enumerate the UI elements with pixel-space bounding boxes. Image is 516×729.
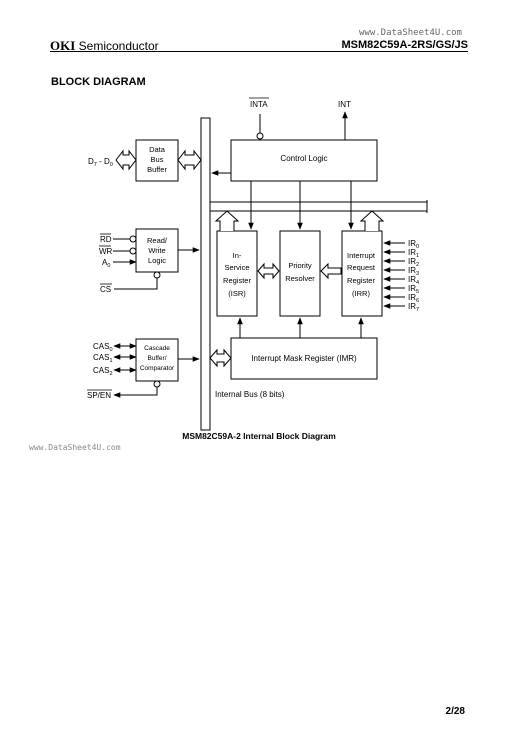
isr-bus-arrow bbox=[214, 210, 240, 231]
brand-suffix: Semiconductor bbox=[78, 39, 159, 53]
data-bus-buffer-line3: Buffer bbox=[147, 165, 167, 174]
watermark-top: www.DataSheet4U.com bbox=[359, 28, 462, 38]
imr-label: Interrupt Mask Register (IMR) bbox=[251, 354, 357, 363]
irr-bus-arrow bbox=[359, 210, 385, 231]
signal-ir4-label: IR4 bbox=[408, 275, 419, 286]
irr-line4: (IRR) bbox=[352, 289, 370, 298]
diagram-caption: MSM82C59A-2 Internal Block Diagram bbox=[182, 431, 336, 441]
signal-cs-label: CS bbox=[100, 285, 111, 294]
internal-bus-label: Internal Bus (8 bits) bbox=[215, 390, 285, 399]
signal-ir7-label: IR7 bbox=[408, 302, 419, 313]
internal-bus-vertical bbox=[200, 117, 211, 431]
cascade-line1: Cascade bbox=[144, 345, 170, 352]
signal-ir6-label: IR6 bbox=[408, 293, 419, 304]
signal-ir3-label: IR3 bbox=[408, 266, 419, 277]
data-bus-arrow-external bbox=[115, 149, 137, 171]
control-logic-block bbox=[230, 139, 378, 182]
signal-int-label: INT bbox=[338, 100, 351, 109]
internal-bus-horizontal bbox=[210, 201, 427, 212]
signal-sp-en-label: SP/EN bbox=[87, 391, 111, 400]
signal-wr-label: WR bbox=[99, 247, 113, 256]
priority-resolver-block bbox=[279, 230, 321, 317]
brand-logo: OKI Semiconductor bbox=[50, 38, 159, 54]
isr-pr-arrow bbox=[257, 262, 280, 280]
irr-pr-arrow bbox=[320, 262, 342, 280]
header-rule bbox=[50, 51, 468, 52]
signal-inta-label: INTA bbox=[250, 100, 268, 109]
isr-block bbox=[216, 230, 258, 317]
irr-block bbox=[341, 230, 383, 317]
signal-cas2-label: CAS2 bbox=[93, 366, 113, 377]
signal-a0-label: A0 bbox=[102, 258, 110, 269]
irr-line3: Register bbox=[347, 276, 375, 285]
isr-line2: Service bbox=[224, 263, 249, 272]
irr-line2: Request bbox=[347, 263, 376, 272]
cascade-line3: Comparator bbox=[140, 365, 175, 372]
data-bus-buffer-line2: Bus bbox=[151, 155, 164, 164]
signal-ir0-label: IR0 bbox=[408, 239, 419, 250]
page-number: 2/28 bbox=[445, 706, 465, 717]
rw-logic-line2: Write bbox=[148, 246, 165, 255]
signal-rd-label: RD bbox=[100, 235, 112, 244]
signal-ir1-label: IR1 bbox=[408, 248, 419, 259]
priority-line2: Resolver bbox=[285, 274, 315, 283]
control-logic-label: Control Logic bbox=[280, 154, 327, 163]
signal-data-bus-label: D7 - D0 bbox=[88, 157, 113, 168]
data-bus-arrow-internal bbox=[177, 149, 202, 171]
section-title: BLOCK DIAGRAM bbox=[51, 76, 146, 88]
rw-logic-line1: Read/ bbox=[147, 236, 168, 245]
isr-line4: (ISR) bbox=[228, 289, 246, 298]
signal-cas0-label: CAS0 bbox=[93, 342, 113, 353]
inta-inversion-bubble bbox=[256, 132, 264, 140]
watermark-bottom: www.DataSheet4U.com bbox=[29, 443, 121, 452]
bus-imr-arrow bbox=[209, 348, 232, 368]
rw-logic-line3: Logic bbox=[148, 256, 166, 265]
priority-line1: Priority bbox=[288, 261, 312, 270]
cascade-line2: Buffer/ bbox=[147, 355, 166, 362]
isr-line1: In- bbox=[233, 251, 242, 260]
signal-ir5-label: IR5 bbox=[408, 284, 419, 295]
ir-inputs bbox=[383, 240, 405, 309]
signal-ir2-label: IR2 bbox=[408, 257, 419, 268]
signal-cas1-label: CAS1 bbox=[93, 353, 113, 364]
data-bus-buffer-line1: Data bbox=[149, 145, 166, 154]
brand-name: OKI bbox=[50, 38, 76, 53]
irr-line1: Interrupt bbox=[347, 251, 376, 260]
imr-block bbox=[230, 337, 378, 380]
part-number: MSM82C59A-2RS/GS/JS bbox=[341, 39, 468, 51]
isr-line3: Register bbox=[223, 276, 251, 285]
